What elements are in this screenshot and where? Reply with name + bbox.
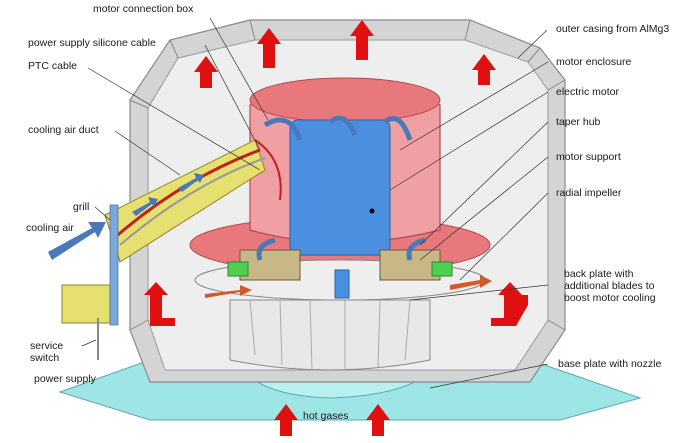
back-plate-flow-arrows [205, 275, 492, 298]
label-hot-gases: hot gases [303, 410, 349, 422]
label-back-plate: back plate with additional blades to boo… [564, 268, 656, 304]
label-service-switch: service switch [30, 340, 64, 364]
label-power-supply: power supply [34, 373, 96, 385]
cooling-air-arrows [48, 173, 204, 260]
label-ptc-cable: PTC cable [28, 60, 78, 72]
electric-motor [289, 119, 391, 256]
label-cooling-air: cooling air [26, 222, 74, 234]
grill [109, 204, 119, 326]
internal-cooling-arrows [256, 115, 426, 261]
label-electric-motor: electric motor [556, 86, 620, 98]
label-motor-support: motor support [556, 151, 621, 163]
label-radial-impeller: radial impeller [556, 187, 622, 199]
label-motor-connection-box: motor connection box [93, 3, 194, 15]
label-base-plate: base plate with nozzle [558, 358, 662, 370]
label-power-supply-silicone-cable: power supply silicone cable [28, 37, 156, 49]
label-cooling-air-duct: cooling air duct [28, 124, 99, 136]
label-grill: grill [73, 201, 90, 213]
service-switch [61, 284, 111, 360]
radial-impeller [229, 299, 431, 371]
label-motor-enclosure: motor enclosure [556, 56, 632, 68]
leader-lines [81, 17, 549, 389]
label-outer-casing: outer casing from AlMg3 [556, 23, 670, 35]
label-taper-hub: taper hub [556, 116, 601, 128]
motor-support [227, 249, 453, 299]
hot-gas-arrows [144, 20, 528, 436]
